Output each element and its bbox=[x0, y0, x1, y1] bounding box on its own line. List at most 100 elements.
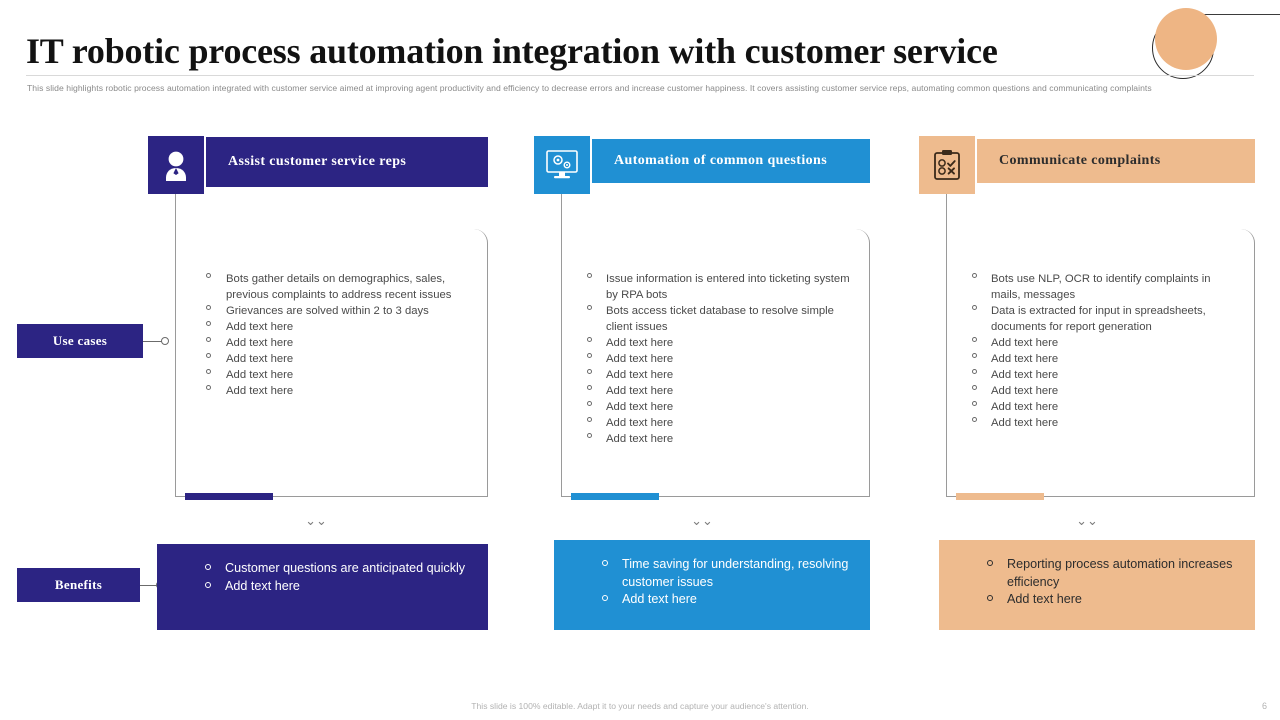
list-item: Add text here bbox=[961, 351, 1240, 367]
list-item: Add text here bbox=[576, 351, 855, 367]
bullet-icon bbox=[205, 564, 211, 570]
bullet-icon bbox=[972, 385, 977, 390]
list-item: Add text here bbox=[576, 367, 855, 383]
chevron-down-icon: ⌄⌄ bbox=[1076, 513, 1098, 528]
list-item-text: Add text here bbox=[606, 417, 674, 429]
bullet-icon bbox=[205, 581, 211, 588]
column-title: Automation of common questions bbox=[592, 139, 870, 183]
list-item: Add text here bbox=[193, 335, 473, 351]
use-cases-list: Bots gather details on demographics, sal… bbox=[193, 271, 473, 399]
use-cases-card: Issue information is entered into ticket… bbox=[561, 228, 870, 500]
column-title: Assist customer service reps bbox=[206, 137, 488, 187]
list-item-text: Grievances are solved within 2 to 3 days bbox=[226, 305, 429, 317]
list-item: Add text here bbox=[193, 351, 473, 367]
card-accent-bar bbox=[571, 493, 659, 500]
bullet-icon bbox=[587, 353, 592, 358]
column-header: Automation of common questions bbox=[534, 136, 870, 194]
list-item: Issue information is entered into ticket… bbox=[576, 271, 855, 303]
list-item-text: Bots access ticket database to resolve s… bbox=[606, 305, 834, 333]
card-accent-bar bbox=[956, 493, 1044, 500]
page-number: 6 bbox=[1261, 701, 1267, 711]
column-assist-customer-service-reps: Assist customer service reps Bots gather… bbox=[148, 136, 488, 630]
bullet-icon bbox=[206, 321, 211, 326]
bullet-icon bbox=[206, 369, 211, 374]
list-item: Add text here bbox=[193, 383, 473, 399]
list-item-text: Add text here bbox=[606, 369, 674, 381]
list-item-text: Add text here bbox=[991, 369, 1059, 381]
list-item-text: Data is extracted for input in spreadshe… bbox=[991, 305, 1206, 333]
column-connector-vertical bbox=[175, 194, 176, 230]
list-item-text: Add text here bbox=[225, 578, 300, 593]
use-cases-card: Bots gather details on demographics, sal… bbox=[175, 228, 488, 500]
bullet-icon bbox=[972, 337, 977, 342]
bullet-icon bbox=[587, 433, 592, 438]
list-item: Add text here bbox=[961, 415, 1240, 431]
list-item-text: Add text here bbox=[991, 337, 1059, 349]
list-item: Add text here bbox=[576, 415, 855, 431]
list-item-text: Issue information is entered into ticket… bbox=[606, 273, 850, 301]
list-item: Add text here bbox=[193, 319, 473, 335]
footer-note: This slide is 100% editable. Adapt it to… bbox=[471, 701, 809, 711]
list-item: Grievances are solved within 2 to 3 days bbox=[193, 303, 473, 319]
bullet-icon bbox=[987, 560, 993, 566]
list-item-text: Bots use NLP, OCR to identify complaints… bbox=[991, 273, 1211, 301]
list-item-text: Add text here bbox=[226, 337, 294, 349]
list-item: Add text here bbox=[961, 383, 1240, 399]
list-item-text: Add text here bbox=[622, 592, 697, 606]
list-item-text: Customer questions are anticipated quick… bbox=[225, 561, 466, 575]
list-item-text: Add text here bbox=[226, 385, 294, 397]
bullet-icon bbox=[206, 305, 211, 310]
benefits-list: Customer questions are anticipated quick… bbox=[205, 560, 488, 595]
clipboard-check-cross-icon bbox=[919, 136, 975, 194]
page-subtitle: This slide highlights robotic process au… bbox=[27, 83, 1152, 93]
list-item: Bots gather details on demographics, sal… bbox=[193, 271, 473, 303]
list-item: Add text here bbox=[602, 591, 870, 609]
list-item-text: Add text here bbox=[226, 353, 294, 365]
list-item: Add text here bbox=[576, 431, 855, 447]
column-communicate-complaints: Communicate complaints Bots use NLP, OCR… bbox=[919, 136, 1255, 630]
list-item: Bots access ticket database to resolve s… bbox=[576, 303, 855, 335]
page-title: IT robotic process automation integratio… bbox=[26, 31, 998, 71]
chevron-down-icon: ⌄⌄ bbox=[691, 513, 713, 528]
list-item: Add text here bbox=[576, 335, 855, 351]
list-item: Bots use NLP, OCR to identify complaints… bbox=[961, 271, 1240, 303]
list-item: Reporting process automation increases e… bbox=[987, 556, 1255, 591]
chevron-down-icon: ⌄⌄ bbox=[305, 513, 327, 528]
bullet-icon bbox=[206, 353, 211, 358]
list-item-text: Add text here bbox=[991, 353, 1059, 365]
bullet-icon bbox=[972, 305, 977, 310]
list-item-text: Add text here bbox=[606, 385, 674, 397]
benefits-connector-line bbox=[140, 585, 158, 586]
list-item: Add text here bbox=[987, 591, 1255, 609]
use-cases-list: Issue information is entered into ticket… bbox=[576, 271, 855, 447]
list-item: Add text here bbox=[205, 578, 488, 596]
list-item: Add text here bbox=[961, 399, 1240, 415]
list-item: Add text here bbox=[961, 335, 1240, 351]
bullet-icon bbox=[587, 401, 592, 406]
list-item-text: Add text here bbox=[991, 401, 1059, 413]
benefits-box: Customer questions are anticipated quick… bbox=[157, 544, 488, 630]
bullet-icon bbox=[602, 560, 608, 566]
header-decor-line bbox=[1180, 14, 1280, 15]
bullet-icon bbox=[587, 385, 592, 390]
monitor-gears-icon bbox=[534, 136, 590, 194]
bullet-icon bbox=[987, 595, 993, 601]
column-connector-vertical bbox=[561, 194, 562, 230]
column-automation-of-common-questions: Automation of common questions Issue inf… bbox=[534, 136, 870, 630]
list-item: Data is extracted for input in spreadshe… bbox=[961, 303, 1240, 335]
bullet-icon bbox=[587, 369, 592, 374]
list-item-text: Time saving for understanding, resolving… bbox=[622, 557, 849, 589]
benefits-list: Time saving for understanding, resolving… bbox=[602, 556, 870, 609]
benefits-box: Reporting process automation increases e… bbox=[939, 540, 1255, 630]
use-cases-card: Bots use NLP, OCR to identify complaints… bbox=[946, 228, 1255, 500]
bullet-icon bbox=[206, 337, 211, 342]
use-cases-tag: Use cases bbox=[17, 324, 143, 358]
list-item-text: Add text here bbox=[606, 337, 674, 349]
column-header: Communicate complaints bbox=[919, 136, 1255, 194]
benefits-list: Reporting process automation increases e… bbox=[987, 556, 1255, 609]
bullet-icon bbox=[206, 385, 211, 390]
bullet-icon bbox=[587, 337, 592, 342]
list-item-text: Add text here bbox=[226, 321, 294, 333]
use-cases-connector-line bbox=[143, 341, 162, 342]
column-header: Assist customer service reps bbox=[148, 136, 488, 194]
